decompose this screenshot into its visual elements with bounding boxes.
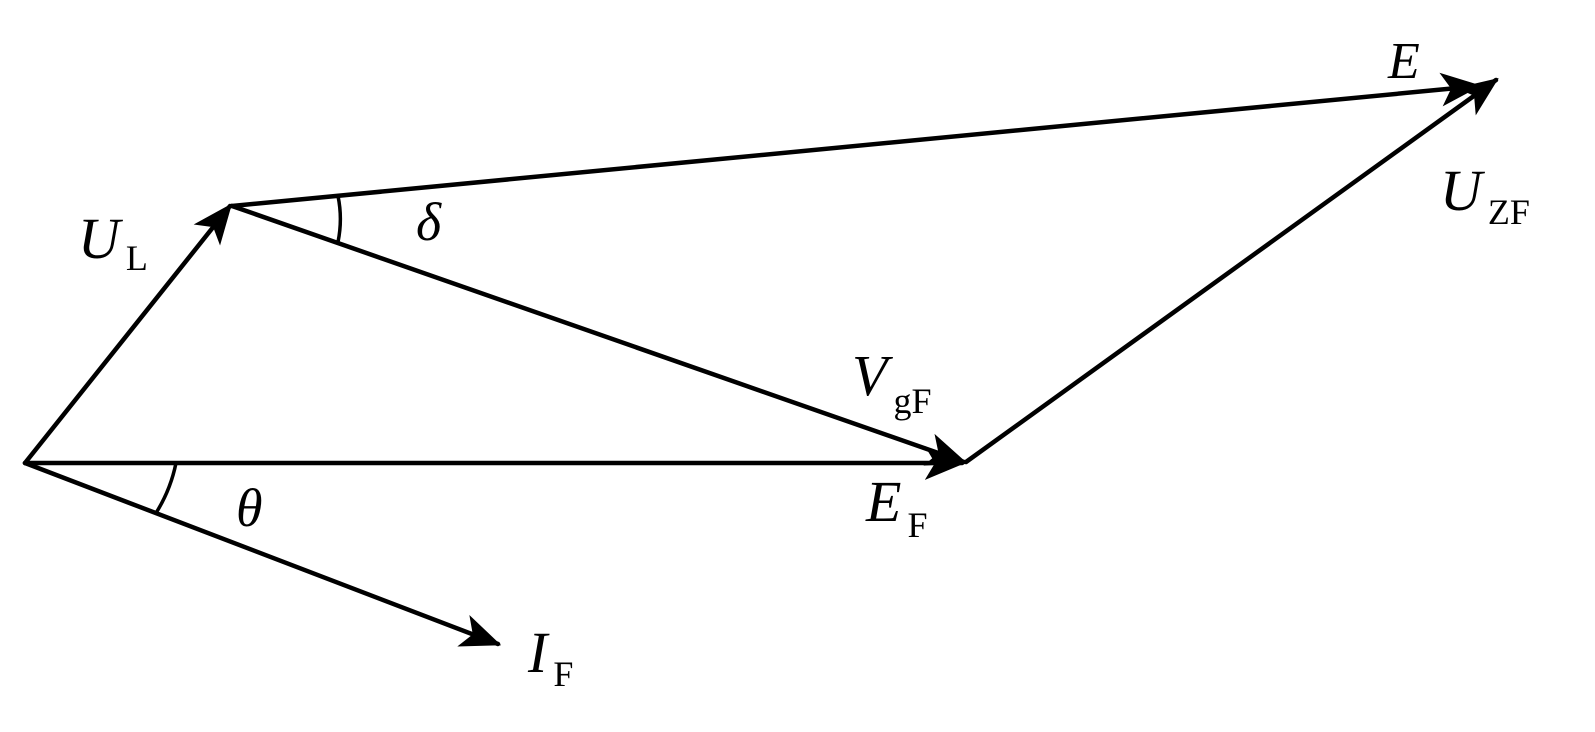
vector-e [229, 72, 1482, 209]
label-u-l: U L [78, 206, 148, 278]
vector-v-gf [229, 203, 968, 466]
label-i-f: I F [527, 620, 573, 694]
label-v-gf: V gF [852, 343, 931, 421]
label-e: E [1387, 33, 1420, 90]
label-delta: δ [416, 192, 442, 252]
label-e-f: E F [865, 469, 927, 545]
angle-delta-arc [336, 195, 343, 243]
angle-theta-arc [154, 462, 178, 514]
label-u-zf: U ZF [1440, 158, 1530, 232]
vector-i-f [22, 460, 502, 647]
vector-u-l [22, 203, 233, 466]
label-theta: θ [236, 478, 263, 538]
vector-u-zf [963, 77, 1499, 465]
